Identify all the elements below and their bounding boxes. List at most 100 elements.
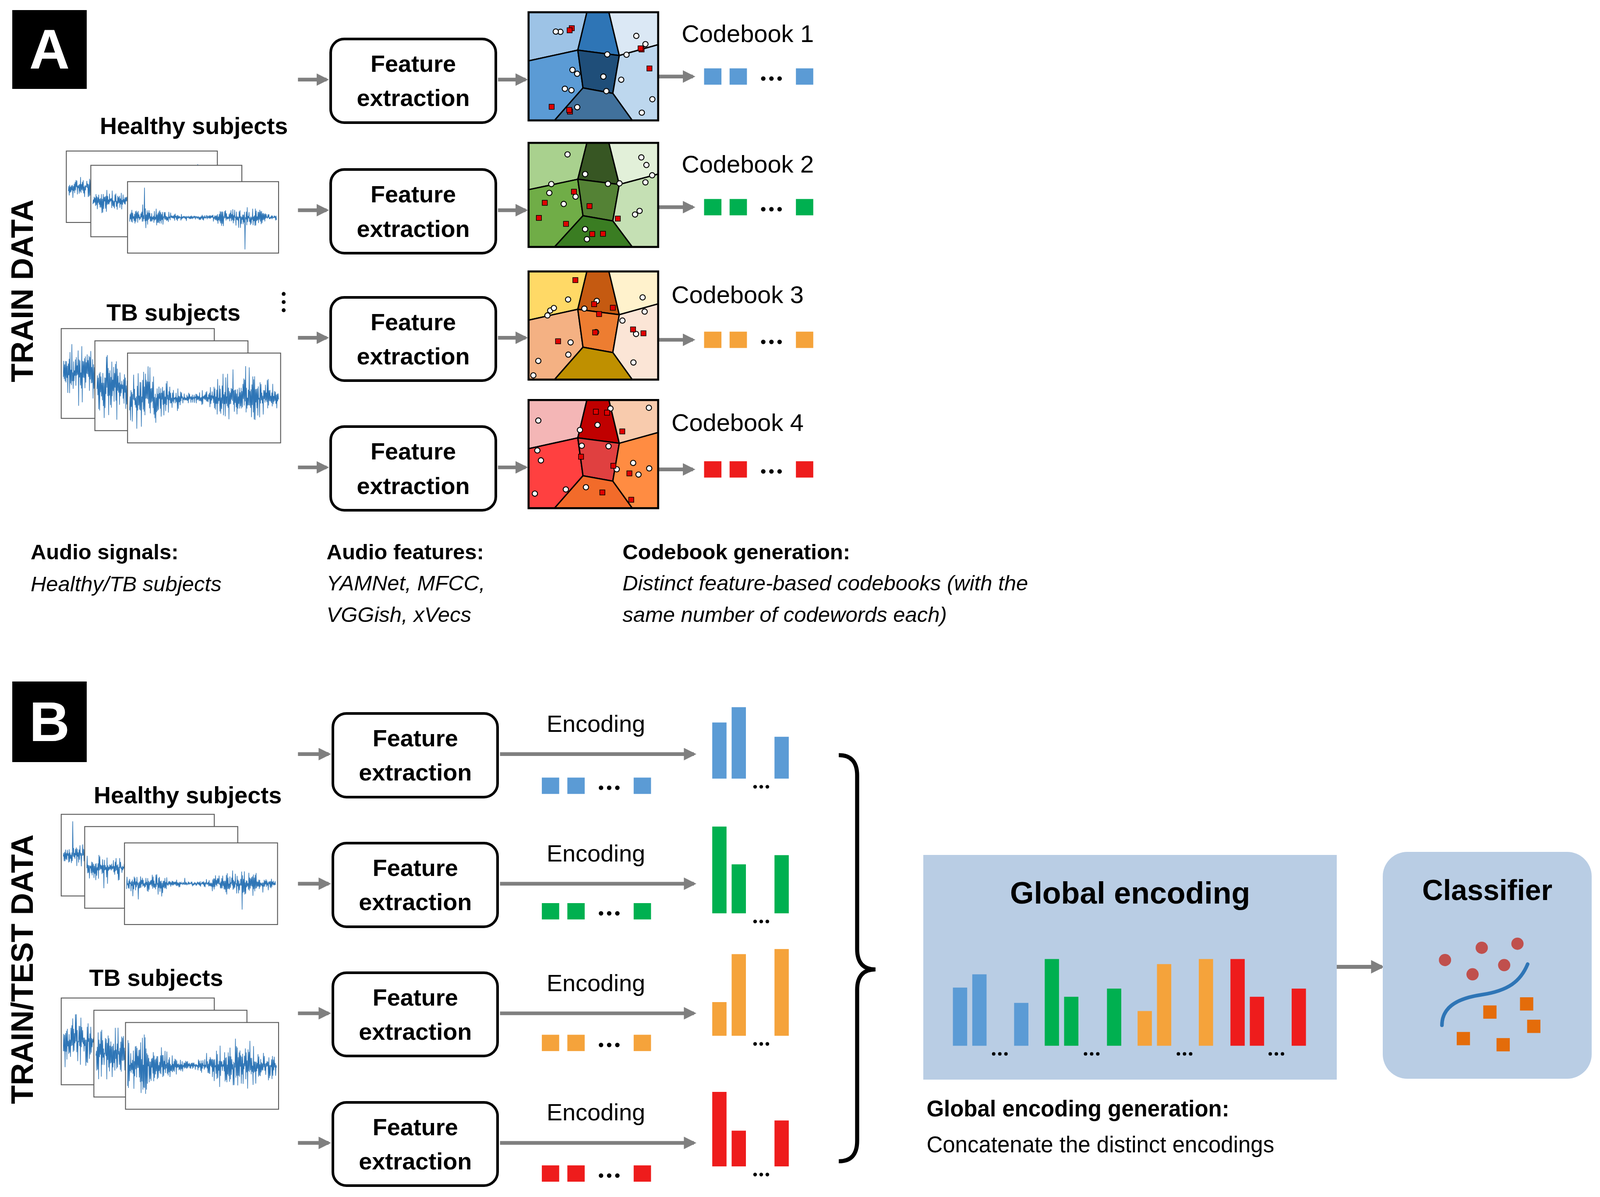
codeword [795, 198, 814, 216]
ellipsis-dot [777, 207, 782, 212]
codeword [567, 1165, 585, 1182]
group-label: TB subjects [88, 963, 223, 992]
sample-point [565, 296, 571, 303]
sample-point [538, 457, 544, 463]
caption-heading: Audio signals: [30, 539, 179, 566]
ellipsis-dot [769, 339, 774, 344]
waveform [129, 366, 279, 429]
codebook-frame [528, 142, 659, 248]
flow-arrow [500, 1011, 695, 1015]
sample-point [646, 465, 652, 471]
ellipsis-dot [598, 785, 604, 791]
codeword-row [541, 777, 651, 794]
codeword-point [555, 338, 561, 344]
voronoi-cell [554, 88, 633, 121]
process-box: Feature extraction [331, 841, 499, 929]
sample-point [619, 317, 626, 324]
voronoi-cell [577, 179, 620, 221]
node-label: A [29, 21, 70, 78]
codeword-point [592, 329, 598, 336]
sample-point [574, 104, 580, 110]
waveform-stack [61, 328, 281, 443]
sample-point [605, 443, 612, 449]
flow-arrow [498, 335, 526, 340]
sample-point [630, 360, 636, 366]
histogram-bar [731, 953, 746, 1036]
encoding-histograms [712, 707, 789, 1177]
codeword-row [541, 1034, 651, 1052]
node-label: Feature extraction [341, 1109, 490, 1179]
sample-point [642, 308, 648, 315]
flow-arrow [297, 1011, 329, 1015]
voronoi-cell [554, 347, 633, 380]
waveform-frame [127, 353, 281, 443]
codeword-point [549, 104, 555, 110]
ellipsis-dot [753, 1172, 757, 1177]
codeword [795, 331, 814, 348]
codeword-point [591, 301, 597, 308]
node-label: Feature extraction [339, 176, 488, 246]
codeword-point [615, 215, 621, 222]
flow-arrow [1336, 964, 1382, 969]
encoding-histogram [712, 826, 789, 924]
sample-point [623, 52, 629, 58]
codeword-point [596, 311, 602, 317]
panel-letter: B [12, 681, 87, 763]
sample-point [649, 96, 655, 103]
node-label: Feature extraction [339, 304, 488, 374]
sample-point [553, 28, 559, 35]
codeword-row [704, 461, 814, 478]
ellipsis-dot [769, 76, 774, 81]
codebook-frame [528, 271, 659, 380]
sample-point [582, 171, 588, 177]
codebook-label: Codebook 1 [681, 18, 814, 49]
sample-point [639, 294, 646, 301]
codeword-point [640, 330, 647, 336]
codeword-row [704, 198, 814, 216]
codeword [541, 903, 560, 920]
sample-point [642, 41, 649, 47]
sample-point [646, 405, 652, 411]
group-label: Healthy subjects [99, 111, 288, 140]
sample-point [535, 417, 541, 424]
histogram-bar [774, 949, 789, 1036]
codeword-row [704, 68, 814, 85]
ellipsis-dot [607, 1173, 612, 1178]
arrow-label: Encoding [546, 1098, 646, 1127]
encoding-panel: Global encoding [923, 854, 1337, 1080]
codeword-point [611, 463, 617, 469]
panel-letter: A [12, 10, 87, 89]
sample-point [532, 490, 538, 497]
node-label: Global encoding [1010, 871, 1251, 916]
codebook-map [528, 142, 659, 248]
codeword-point [628, 497, 634, 503]
flow-arrow [297, 335, 327, 340]
codebook-map [528, 271, 659, 380]
vertical-ellipsis [281, 292, 286, 313]
ellipsis-dot [607, 785, 612, 791]
ellipsis-dot [759, 1041, 763, 1046]
codeword [541, 1165, 560, 1182]
ellipsis-dot [753, 784, 757, 789]
codeword [633, 1165, 652, 1182]
sample-point [583, 484, 589, 490]
codebook-map [528, 12, 659, 121]
codeword [541, 1034, 560, 1052]
sample-point [561, 201, 567, 207]
waveform-frame [125, 1022, 279, 1110]
process-box: Feature extraction [329, 37, 497, 124]
voronoi-cell [577, 309, 620, 353]
node-label: Classifier [1422, 869, 1553, 912]
ellipsis-dot [765, 919, 770, 924]
ellipsis-dot [777, 339, 782, 344]
bracket [838, 755, 876, 1162]
codeword [567, 1034, 585, 1052]
section-label: TRAIN/TEST DATA [3, 834, 41, 1105]
histogram-bar [731, 864, 746, 914]
sample-point [594, 422, 601, 428]
flow-arrow [500, 882, 695, 886]
codeword-point [542, 200, 548, 206]
sample-point [636, 208, 643, 214]
sample-point [632, 211, 638, 218]
